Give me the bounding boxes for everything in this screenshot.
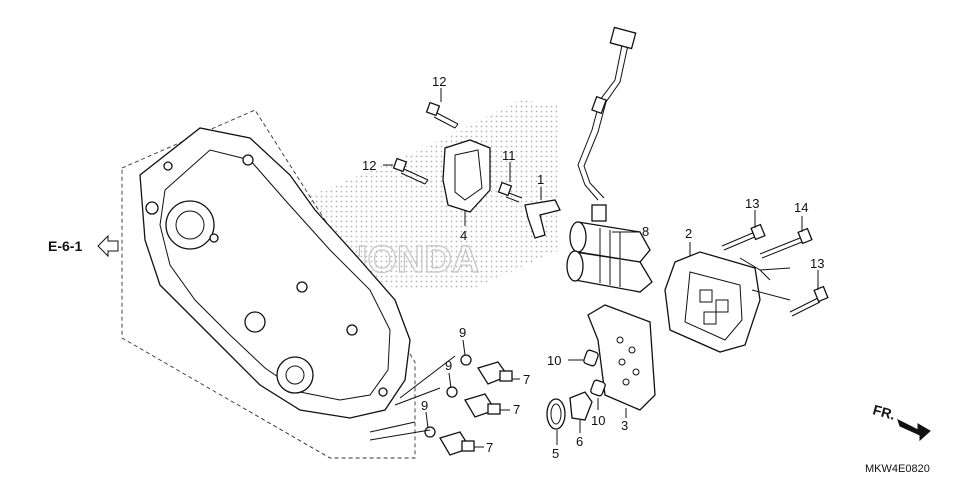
callout-9-middle: 9 — [445, 358, 452, 373]
callout-13-lower: 13 — [810, 256, 824, 271]
callout-8: 8 — [642, 224, 649, 239]
bolt-11 — [497, 181, 523, 203]
bolt-13-lower — [789, 285, 829, 317]
bolt-14 — [759, 227, 813, 259]
switch-7-middle — [446, 386, 501, 418]
reference-arrow — [97, 234, 119, 258]
wire-harness — [577, 26, 637, 201]
callout-6: 6 — [576, 434, 583, 449]
front-direction-label: FR. — [871, 401, 897, 422]
solenoid-cover-4 — [442, 139, 491, 213]
dowel-pin-10-lower — [590, 379, 606, 397]
callout-10-lower: 10 — [591, 413, 605, 428]
switch-7-lower — [424, 426, 475, 456]
switch-7-upper — [460, 354, 513, 385]
callout-7-upper: 7 — [523, 372, 530, 387]
callout-10-upper: 10 — [547, 353, 561, 368]
callout-7-middle: 7 — [513, 402, 520, 417]
front-direction-arrow — [897, 419, 931, 442]
callout-4: 4 — [460, 228, 467, 243]
reference-label: E-6-1 — [48, 238, 82, 254]
callout-9-lower: 9 — [421, 398, 428, 413]
bolt-12-upper — [425, 101, 459, 129]
bracket-1 — [524, 199, 561, 239]
bracket-lines-sensors — [369, 355, 456, 441]
callout-12-lower: 12 — [362, 158, 376, 173]
filter-6 — [569, 391, 593, 421]
bolt-13-upper — [721, 223, 766, 251]
callout-1: 1 — [537, 172, 544, 187]
valve-body-2 — [664, 251, 761, 353]
callout-14: 14 — [794, 200, 808, 215]
drawing-code: MKW4E0820 — [865, 463, 930, 475]
callout-3: 3 — [621, 418, 628, 433]
callout-7-lower: 7 — [486, 440, 493, 455]
callout-5: 5 — [552, 446, 559, 461]
crankcase-cover — [139, 127, 411, 419]
assembly-outline — [121, 109, 416, 459]
o-ring-5 — [546, 398, 566, 430]
callout-2: 2 — [685, 226, 692, 241]
dowel-pin-10-upper — [583, 349, 599, 367]
solenoid-valves-8 — [566, 204, 653, 293]
callout-11: 11 — [502, 148, 516, 163]
callout-13-upper: 13 — [745, 196, 759, 211]
leader-lines — [383, 88, 819, 448]
bolt-12-lower — [392, 157, 429, 185]
callout-12-upper: 12 — [432, 74, 446, 89]
callout-9-upper: 9 — [459, 325, 466, 340]
